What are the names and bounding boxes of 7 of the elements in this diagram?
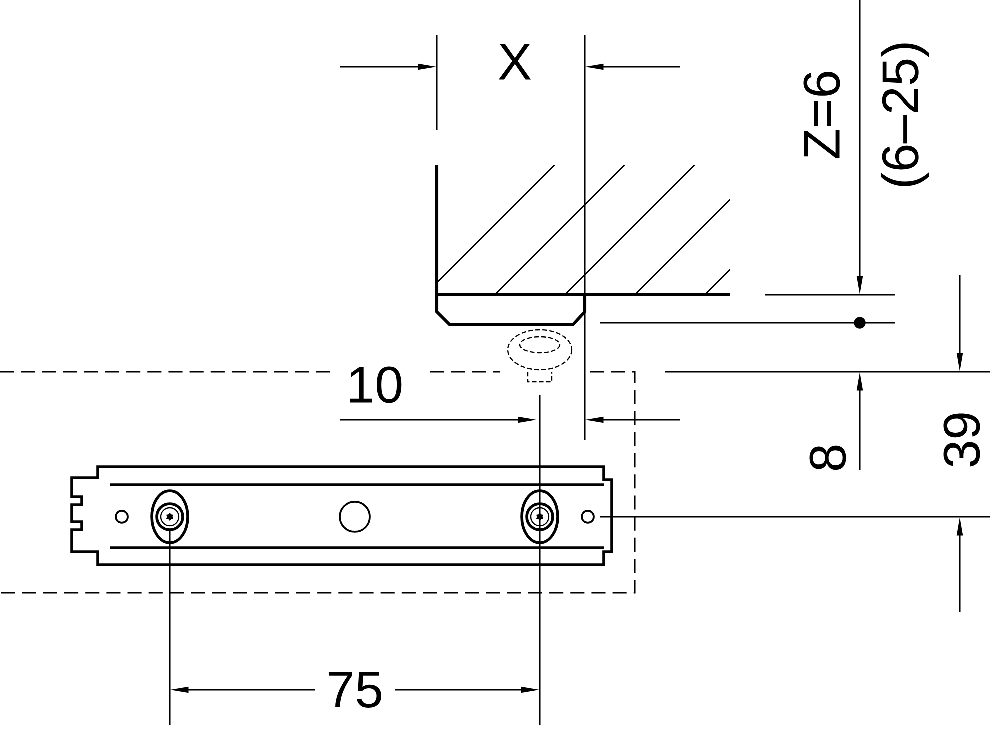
dimension-label: 39 [944, 414, 980, 467]
dimension-label: Z=6 [804, 72, 840, 158]
dimension-label: X [498, 44, 532, 80]
dimension-label: 75 [328, 672, 382, 708]
dimension-label: (6–25) [880, 44, 930, 186]
dimension-label: 8 [810, 446, 846, 470]
dimension-label: 10 [350, 366, 402, 404]
